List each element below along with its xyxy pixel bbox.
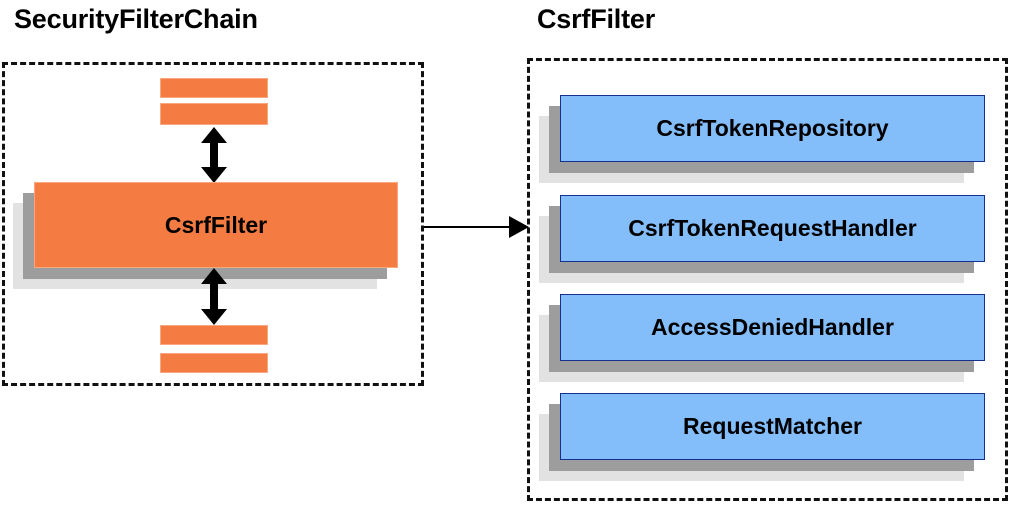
node-csrf-token-request-handler-label: CsrfTokenRequestHandler xyxy=(560,195,985,262)
node-csrffilter-label: CsrfFilter xyxy=(34,182,398,268)
arrow-head-up xyxy=(201,268,227,284)
arrow-stem xyxy=(424,226,515,228)
arrow-head-right xyxy=(509,216,529,238)
arrow-stem xyxy=(210,281,218,312)
node-access-denied-handler[interactable]: AccessDeniedHandler xyxy=(539,294,985,382)
filter-stub-bar-bottom-2 xyxy=(160,353,268,373)
panel-title-security-filter-chain: SecurityFilterChain xyxy=(14,4,258,34)
panel-csrf-filter xyxy=(527,58,1008,501)
node-csrffilter[interactable]: CsrfFilter xyxy=(13,182,398,289)
arrow-head-down xyxy=(201,167,227,183)
node-request-matcher-label: RequestMatcher xyxy=(560,393,985,460)
filter-stub-bar-top-2 xyxy=(160,103,268,125)
node-csrf-token-repository[interactable]: CsrfTokenRepository xyxy=(539,95,985,183)
node-csrf-token-repository-label: CsrfTokenRepository xyxy=(560,95,985,162)
filter-stub-bar-top-1 xyxy=(160,78,268,98)
node-access-denied-handler-label: AccessDeniedHandler xyxy=(560,294,985,361)
node-request-matcher[interactable]: RequestMatcher xyxy=(539,393,985,481)
panel-security-filter-chain xyxy=(2,62,424,386)
node-csrf-token-request-handler[interactable]: CsrfTokenRequestHandler xyxy=(539,195,985,283)
panel-title-csrf-filter: CsrfFilter xyxy=(537,4,656,34)
arrow-stem xyxy=(210,140,218,170)
filter-stub-bar-bottom-1 xyxy=(160,325,268,345)
arrow-head-down xyxy=(201,309,227,325)
arrow-head-up xyxy=(201,127,227,143)
